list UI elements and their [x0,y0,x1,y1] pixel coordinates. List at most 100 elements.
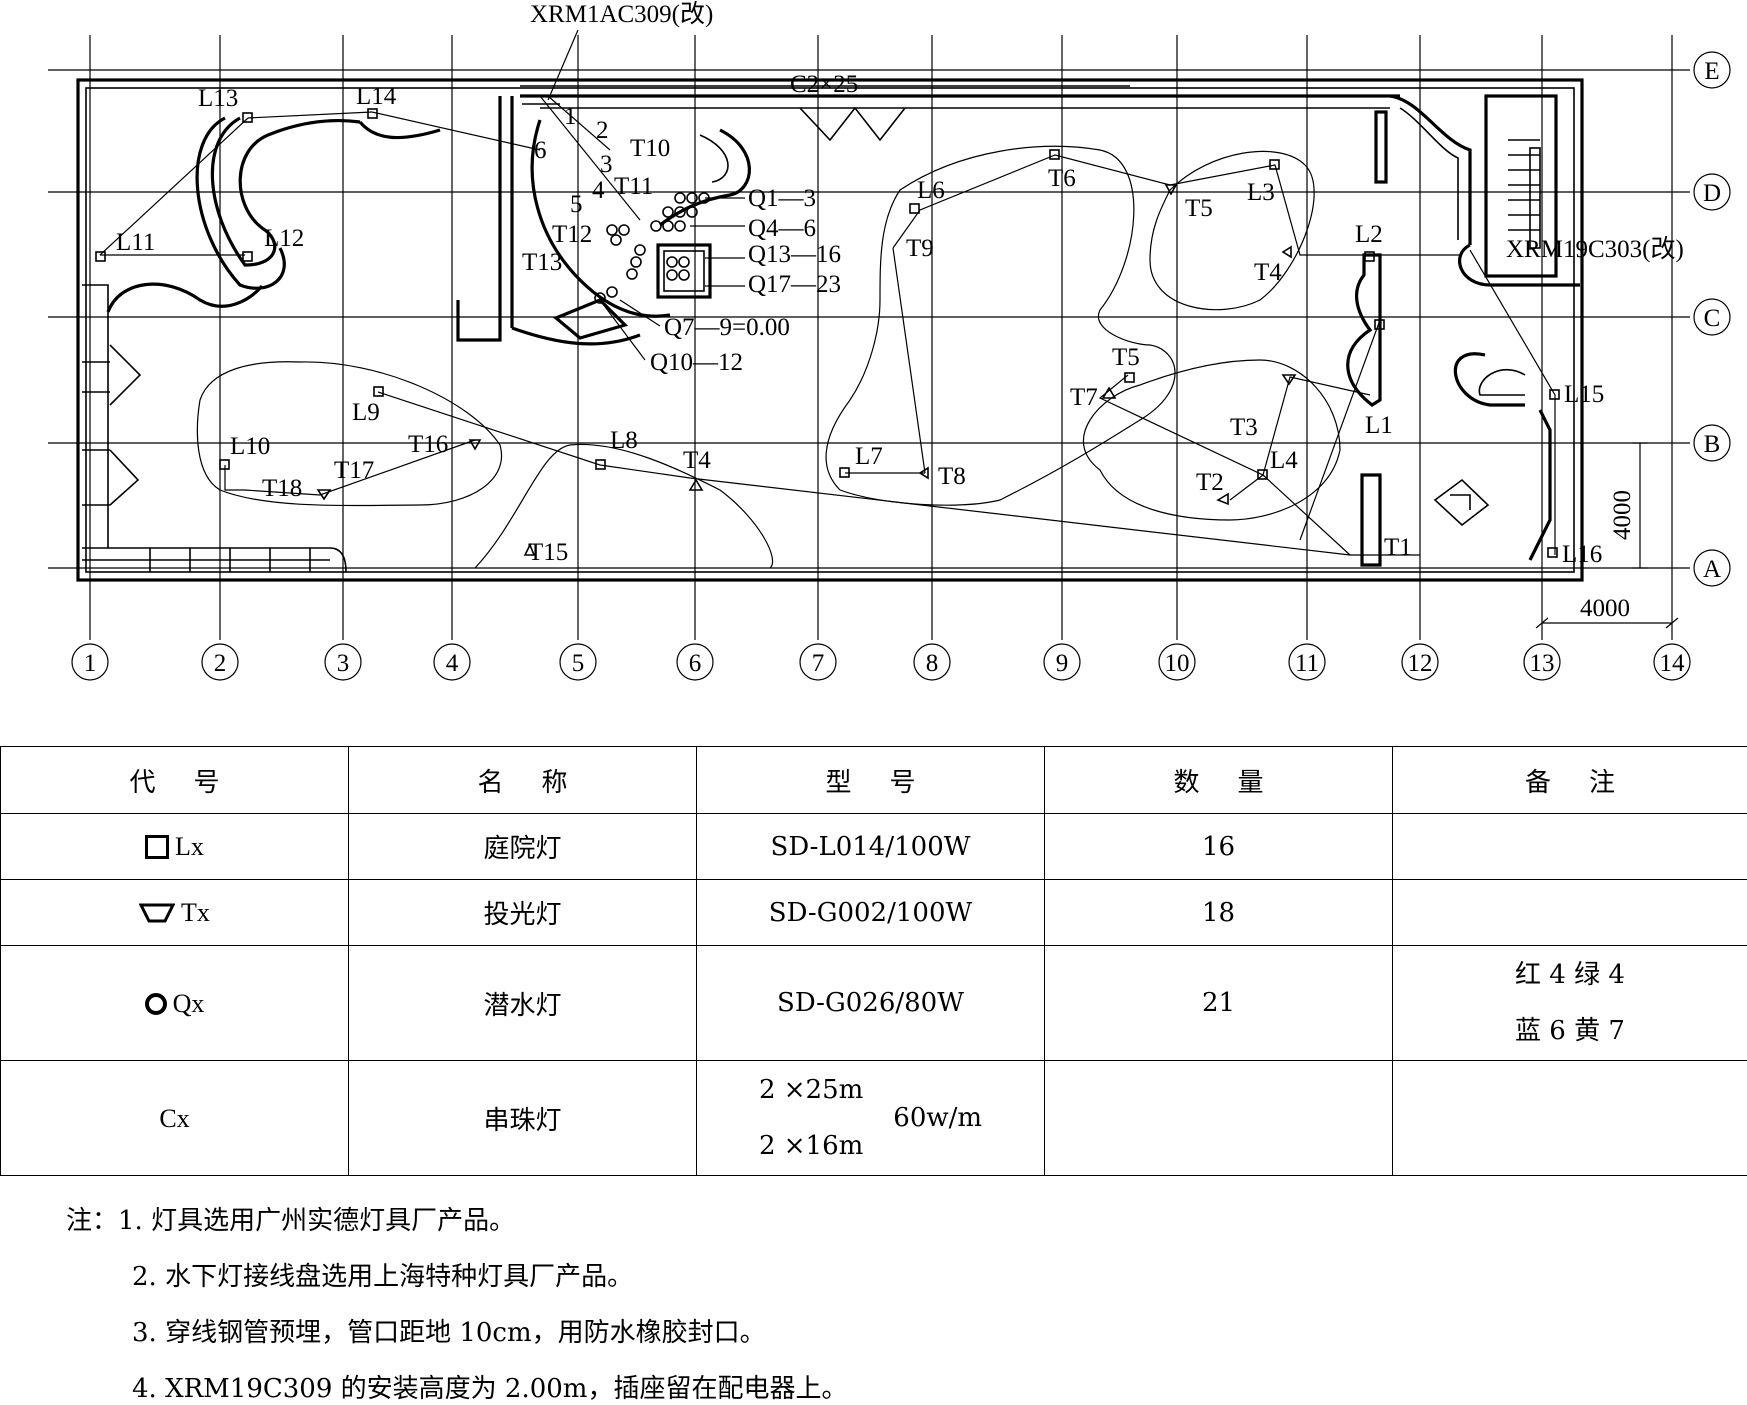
svg-text:L2: L2 [1355,221,1383,248]
svg-text:5: 5 [572,650,585,677]
code-cell: Tx [1,880,349,946]
svg-text:L1: L1 [1365,412,1393,439]
axis-marker-13: 13 [1524,644,1560,680]
legend-row-floodlight: Tx 投光灯 SD-G002/100W 18 [1,880,1747,946]
remark-cell [1393,880,1747,946]
note-4: 4. XRM19C309 的安装高度为 2.00m，插座留在配电器上。 [132,1368,847,1405]
legend-table: 代号 名称 型号 数量 备注 Lx 庭院灯 SD-L014/100W 16 Tx… [0,746,1747,1176]
header-model: 型号 [697,747,1045,814]
svg-text:A: A [1703,556,1721,583]
svg-text:L3: L3 [1247,179,1275,206]
axis-marker-11: 11 [1289,644,1325,680]
svg-text:Q10—12: Q10—12 [650,349,743,376]
axis-marker-C: C [1694,299,1730,335]
axis-marker-4: 4 [434,644,470,680]
axis-marker-3: 3 [325,644,361,680]
legend-row-courtyard-lamp: Lx 庭院灯 SD-L014/100W 16 [1,814,1747,880]
svg-text:T13: T13 [522,249,562,276]
code-cell: Lx [1,814,349,880]
axis-marker-6: 6 [677,644,713,680]
dimension-lines: 4000 4000 [1536,443,1678,628]
svg-text:8: 8 [926,650,939,677]
header-remark: 备注 [1393,747,1747,814]
svg-text:T3: T3 [1230,414,1258,441]
svg-text:1: 1 [564,103,577,130]
axis-marker-8: 8 [914,644,950,680]
svg-text:T18: T18 [262,475,302,502]
svg-text:T8: T8 [938,463,966,490]
svg-text:XRM19C303(改): XRM19C303(改) [1506,235,1684,263]
axis-marker-1: 1 [72,644,108,680]
svg-text:E: E [1704,58,1719,85]
svg-text:L12: L12 [264,225,304,252]
svg-text:L9: L9 [352,399,380,426]
left-garden-walls [82,118,440,572]
header-name: 名称 [349,747,697,814]
svg-text:11: 11 [1295,650,1319,677]
axis-marker-2: 2 [202,644,238,680]
model-cell: SD-L014/100W [697,814,1045,880]
remark-cell [1393,814,1747,880]
dimension-horizontal: 4000 [1580,595,1630,622]
svg-text:L7: L7 [855,443,883,470]
svg-text:T10: T10 [630,135,670,162]
svg-text:T5: T5 [1112,344,1140,371]
svg-text:3: 3 [600,151,613,178]
string-light-c: C2×25 [520,71,1130,98]
svg-text:T15: T15 [528,539,568,566]
remark-cell: 红 4 绿 4 蓝 6 黄 7 [1393,946,1747,1061]
name-cell: 投光灯 [349,880,697,946]
svg-text:9: 9 [1056,650,1069,677]
underwater-lamp-markers [595,193,709,303]
svg-text:L11: L11 [116,229,155,256]
svg-text:XRM1AC309(改): XRM1AC309(改) [530,0,713,28]
dimension-vertical: 4000 [1609,490,1636,540]
svg-text:T7: T7 [1070,384,1098,411]
quantity-cell [1045,1061,1393,1176]
svg-text:Q4—6: Q4—6 [748,215,816,242]
square-symbol-icon [145,835,169,859]
svg-text:L13: L13 [198,85,238,112]
svg-text:L10: L10 [230,433,270,460]
column-axis-markers: 1 2 3 4 5 6 7 8 9 10 11 12 13 14 [72,644,1690,680]
row-axis-markers: E D C B A [1694,52,1730,586]
svg-text:T9: T9 [906,235,934,262]
svg-text:13: 13 [1530,650,1555,677]
svg-text:6: 6 [689,650,702,677]
model-cell: SD-G002/100W [697,880,1045,946]
axis-marker-12: 12 [1402,644,1438,680]
svg-text:L6: L6 [917,177,945,204]
lamp-marker [96,252,105,261]
svg-text:12: 12 [1408,650,1433,677]
lamp-marker [910,204,919,213]
svg-text:L4: L4 [1270,447,1298,474]
model-length-line: 2 ×16m [759,1118,863,1174]
axis-marker-D: D [1694,174,1730,210]
svg-text:T4: T4 [683,447,711,474]
svg-text:C2×25: C2×25 [790,71,858,98]
lamp-marker [1548,548,1557,557]
axis-marker-B: B [1694,425,1730,461]
svg-text:10: 10 [1165,650,1190,677]
svg-text:T1: T1 [1384,534,1412,561]
svg-text:4: 4 [446,650,459,677]
remark-cell [1393,1061,1747,1176]
model-length-line: 2 ×25m [759,1062,863,1118]
code-cell: Cx [1,1061,349,1176]
svg-text:7: 7 [812,650,825,677]
circle-symbol-icon [145,993,167,1015]
legend-row-string-light: Cx 串珠灯 2 ×25m 2 ×16m 60w/m [1,1061,1747,1176]
svg-text:Q17—23: Q17—23 [748,271,841,298]
note-3: 3. 穿线钢管预埋，管口距地 10cm，用防水橡胶封口。 [132,1312,766,1349]
model-power: 60w/m [893,1103,982,1133]
svg-text:5: 5 [570,191,583,218]
note-1: 注：1. 灯具选用广州实德灯具厂产品。 [66,1200,515,1237]
wiring-lines [100,96,1555,555]
svg-text:L14: L14 [356,83,397,110]
svg-text:4: 4 [592,177,605,204]
svg-text:C: C [1704,305,1721,332]
axis-marker-14: 14 [1654,644,1690,680]
svg-text:T4: T4 [1254,259,1282,286]
model-cell: SD-G026/80W [697,946,1045,1061]
svg-text:Q13—16: Q13—16 [748,241,841,268]
